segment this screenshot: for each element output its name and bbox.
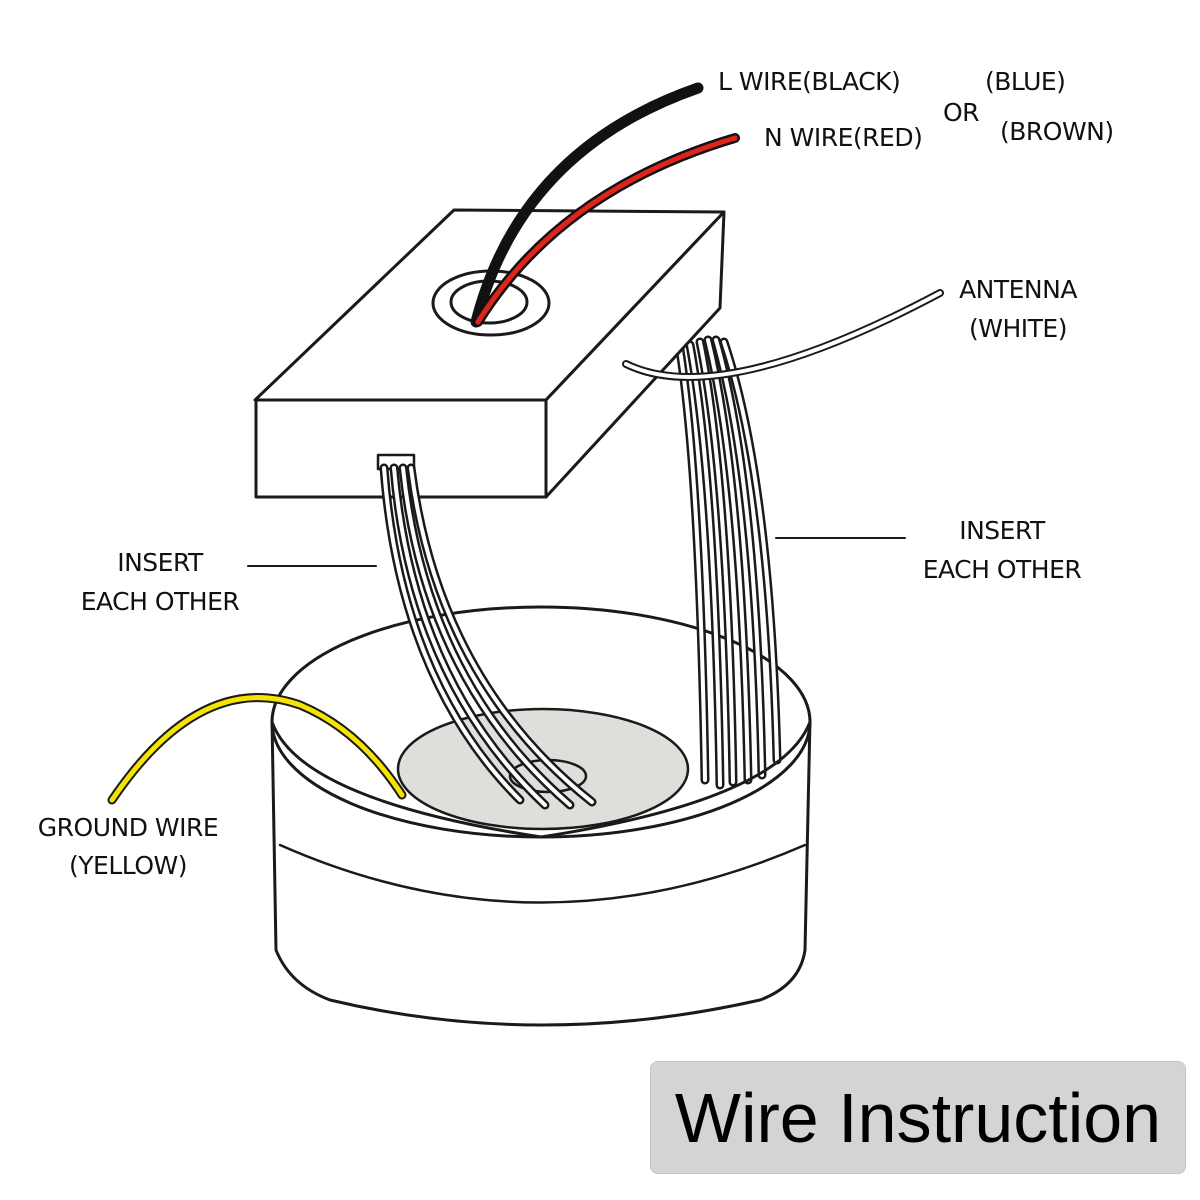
insert-right-label-line2: EACH OTHER: [922, 555, 1082, 584]
insert-right-label-line1: INSERT: [959, 516, 1045, 545]
title-banner: Wire Instruction: [650, 1061, 1186, 1174]
alt-n-color-label: (BROWN): [1000, 117, 1114, 146]
l-wire-label: L WIRE(BLACK): [718, 67, 901, 96]
base-band-line: [278, 843, 807, 904]
ground-wire: [107, 693, 407, 805]
n-wire-label: N WIRE(RED): [764, 123, 923, 152]
left-wire-bundle: [379, 463, 597, 810]
ground-wire-label-line2: (YELLOW): [69, 851, 187, 880]
or-label: OR: [943, 98, 980, 127]
title-text: Wire Instruction: [674, 1078, 1162, 1157]
alt-l-color-label: (BLUE): [985, 67, 1066, 96]
driver-box: [253, 208, 726, 499]
antenna-wire: [622, 289, 944, 381]
n-wire: [475, 135, 738, 325]
antenna-label-line2: (WHITE): [969, 314, 1067, 343]
antenna-label-line1: ANTENNA: [959, 275, 1077, 304]
power-wires: [470, 82, 740, 328]
right-wire-bundle: [675, 335, 782, 790]
insert-left-label-line2: EACH OTHER: [80, 587, 240, 616]
l-wire: [470, 82, 704, 328]
ground-wire-label-line1: GROUND WIRE: [37, 813, 219, 842]
insert-left-label-line1: INSERT: [117, 548, 203, 577]
base-rim-front: [270, 720, 812, 839]
